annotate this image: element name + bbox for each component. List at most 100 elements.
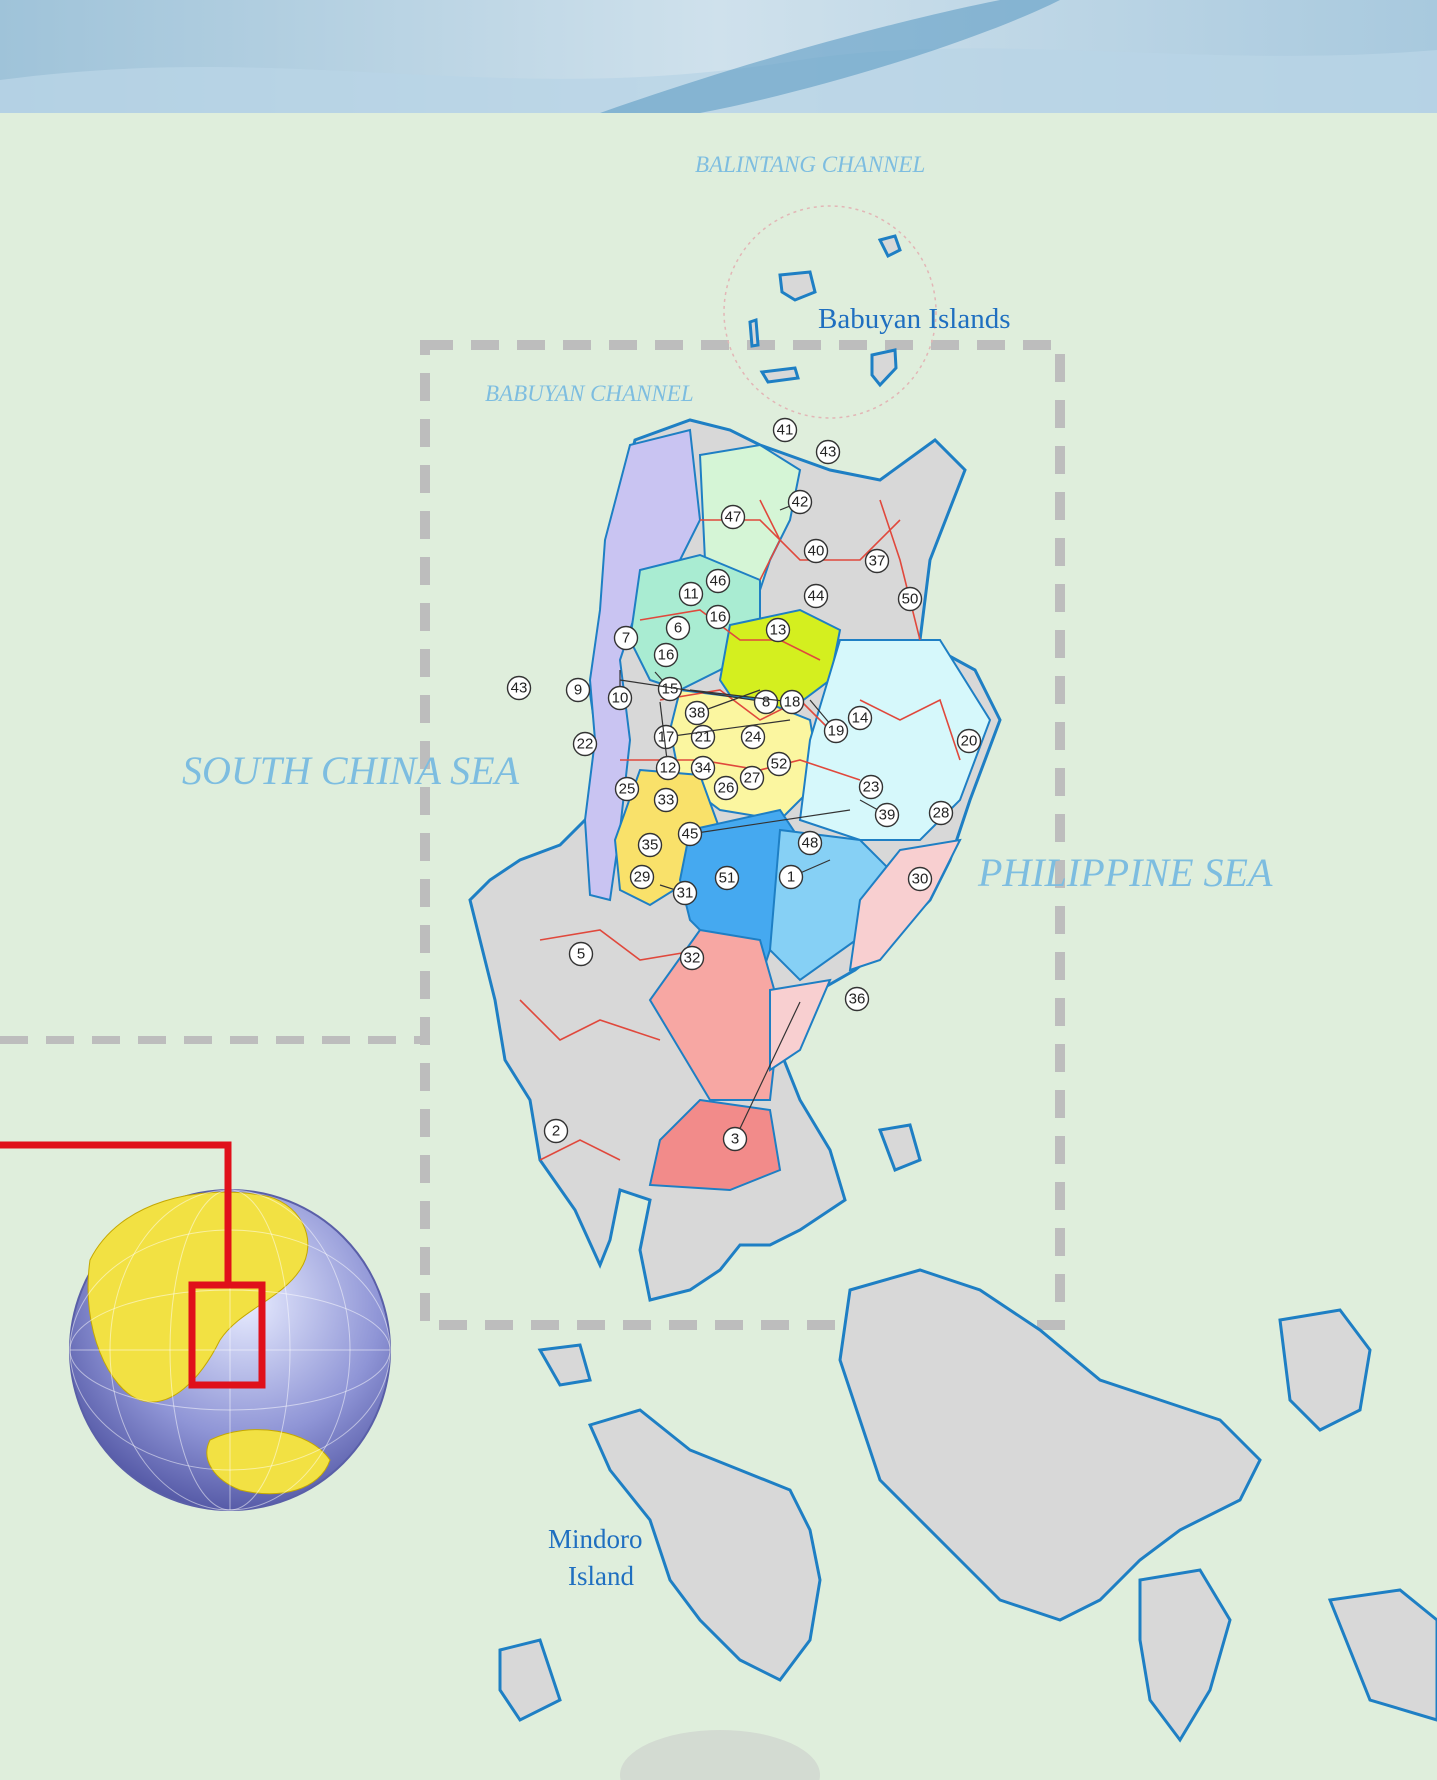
marker-circle [637, 832, 663, 858]
marker-number: 19 [828, 723, 845, 740]
marker-circle [655, 755, 681, 781]
marker-43: 43 [815, 439, 841, 465]
marker-16: 16 [653, 642, 679, 668]
marker-number: 46 [710, 573, 727, 590]
marker-circle [787, 489, 813, 515]
marker-20: 20 [956, 728, 982, 754]
marker-41: 41 [772, 417, 798, 443]
marker-number: 38 [689, 705, 706, 722]
marker-31: 31 [659, 880, 698, 906]
marker-39: 39 [859, 799, 900, 828]
banner-streak [600, 0, 1060, 113]
marker-6: 6 [665, 615, 691, 641]
marker-8: 8 [619, 679, 779, 715]
small-island [877, 1123, 922, 1172]
marker-number: 41 [777, 422, 794, 439]
marker-30: 30 [907, 866, 933, 892]
marker-number: 26 [718, 780, 735, 797]
marker-number: 34 [695, 760, 712, 777]
marker-circle [858, 774, 884, 800]
marker-leader-line [689, 809, 851, 835]
marker-number: 43 [511, 680, 528, 697]
marker-number: 18 [784, 694, 801, 711]
marker-number: 35 [642, 837, 659, 854]
marker-number: 50 [902, 591, 919, 608]
visayas-island [1138, 1568, 1232, 1743]
visayas-island [1327, 1588, 1437, 1722]
marker-32: 32 [679, 945, 705, 971]
marker-leader-line [689, 689, 793, 703]
marker-circle [653, 642, 679, 668]
marker-number: 51 [719, 870, 736, 887]
marker-23: 23 [858, 774, 884, 800]
marker-number: 12 [660, 760, 677, 777]
marker-number: 16 [658, 647, 675, 664]
marker-36: 36 [844, 986, 870, 1012]
marker-number: 43 [820, 444, 837, 461]
marker-number: 36 [849, 991, 866, 1008]
marker-circle [720, 504, 746, 530]
marker-circle [613, 625, 639, 651]
marker-circle [753, 689, 779, 715]
marker-circle [778, 864, 804, 890]
marker-circle [565, 677, 591, 703]
marker-circle [928, 800, 954, 826]
marker-circle [766, 751, 792, 777]
marker-48: 48 [797, 830, 823, 856]
marker-34: 34 [690, 755, 716, 781]
marker-number: 11 [683, 586, 699, 603]
marker-50: 50 [897, 586, 923, 612]
marker-circle [653, 787, 679, 813]
marker-circle [803, 538, 829, 564]
region-lavender-west [583, 428, 702, 902]
marker-number: 1 [787, 869, 795, 886]
marker-1: 1 [778, 859, 831, 890]
marker-26: 26 [713, 775, 739, 801]
marker-circle [690, 755, 716, 781]
marker-circle [568, 941, 594, 967]
marker-circle [665, 615, 691, 641]
marker-16: 16 [705, 604, 731, 630]
babuyan-island [870, 348, 898, 388]
marker-circle [705, 568, 731, 594]
marker-circle [765, 617, 791, 643]
region-pink-east [848, 838, 962, 972]
marker-29: 29 [629, 864, 655, 890]
marker-number: 8 [762, 694, 770, 711]
mindoro-label-line2: Island [568, 1561, 634, 1591]
babuyan-island [877, 234, 902, 259]
marker-circle [713, 775, 739, 801]
marker-46: 46 [705, 568, 731, 594]
marker-leader-line [734, 1001, 801, 1140]
marker-circle [714, 865, 740, 891]
philippine-sea-label: PHILIPPINE SEA [977, 850, 1273, 895]
region-light-cyan [798, 639, 992, 841]
small-island [498, 1638, 562, 1722]
marker-number: 3 [731, 1131, 739, 1148]
marker-number: 29 [634, 869, 651, 886]
south-china-sea-label: SOUTH CHINA SEA [182, 748, 520, 793]
marker-circle [772, 417, 798, 443]
marker-45: 45 [677, 809, 851, 847]
marker-circle [572, 731, 598, 757]
marker-leader-line [665, 719, 791, 738]
watermark-seal [620, 1730, 820, 1780]
marker-9: 9 [565, 677, 591, 703]
marker-52: 52 [766, 751, 792, 777]
marker-12: 12 [655, 701, 681, 781]
marker-3: 3 [722, 1001, 801, 1152]
marker-43: 43 [506, 675, 532, 701]
marker-number: 16 [710, 609, 727, 626]
marker-10: 10 [607, 670, 633, 711]
mindoro-island [587, 1408, 822, 1682]
marker-42: 42 [779, 489, 813, 515]
marker-circle [506, 675, 532, 701]
marker-number: 24 [745, 729, 762, 746]
marker-number: 20 [961, 733, 978, 750]
marker-number: 2 [552, 1123, 560, 1140]
marker-25: 25 [614, 776, 640, 802]
marker-circle [614, 776, 640, 802]
babuyan-circle [723, 205, 937, 419]
marker-number: 6 [674, 620, 682, 637]
marker-circle [844, 986, 870, 1012]
